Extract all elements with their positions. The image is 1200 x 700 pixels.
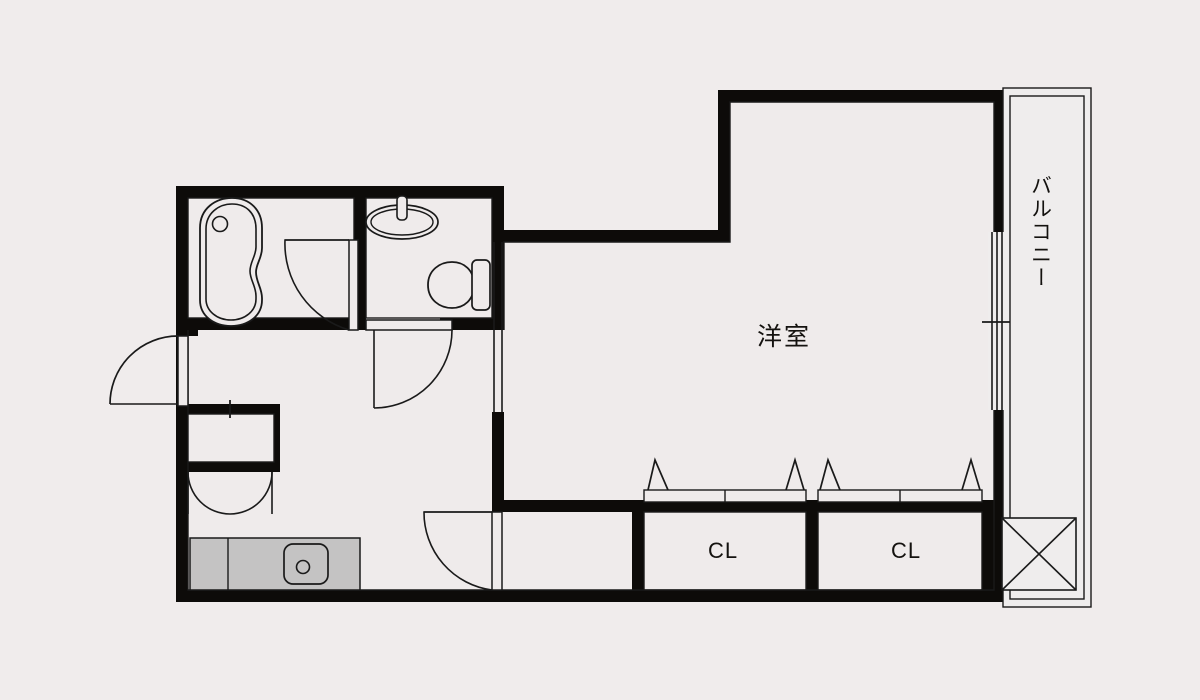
toilet-bowl: [427, 261, 475, 309]
kitchen-counter: [189, 537, 361, 591]
closet-left-folding-door[interactable]: [643, 457, 807, 503]
kitchen-sink-drain: [295, 559, 311, 575]
wall-top-left-horizontal: [497, 230, 730, 242]
wall-toilet-bottom-right: [440, 318, 504, 330]
shoe-cabinet[interactable]: [187, 400, 275, 515]
closet-left-fold-marker-b: [785, 457, 805, 491]
toilet-swing-door[interactable]: [365, 319, 453, 409]
bathtub-inner: [205, 203, 257, 321]
main-room-label: 洋室: [757, 323, 811, 351]
shoe-cabinet-double-doors[interactable]: [187, 471, 273, 515]
bathroom-swing-door[interactable]: [284, 239, 359, 331]
toilet-tank: [471, 259, 491, 311]
wall-exterior-bottom: [176, 590, 1006, 602]
wall-shoe-cabinet-bottom: [188, 462, 280, 472]
faucet: [396, 195, 408, 221]
toilet-door-swing-arc: [373, 329, 453, 409]
entrance-swing-door[interactable]: [109, 335, 189, 407]
balcony-label: バルコニー: [1029, 175, 1052, 290]
toilet-fixtures: [365, 195, 491, 311]
wall-bath-bottom-left: [176, 318, 366, 330]
corridor-swing-door[interactable]: [423, 511, 503, 591]
wall-partition-mid: [492, 412, 504, 512]
room-sliding-door[interactable]: [493, 242, 503, 412]
wall-corridor-bottom: [492, 500, 638, 512]
kitchen-counter-body: [189, 537, 361, 591]
toilet-door-leaf: [365, 319, 453, 331]
balcony-inner-rail: [1009, 95, 1085, 600]
closet-right-fold-marker-a: [819, 457, 841, 491]
air-conditioner-outdoor-unit: [1001, 517, 1077, 591]
corridor-door-swing-arc: [423, 511, 493, 591]
wall-closet-right-side: [982, 500, 996, 600]
bathroom-door-swing-arc: [284, 239, 350, 331]
closet-right-label: CL: [891, 538, 921, 563]
shoe-cabinet-body: [187, 413, 275, 463]
wall-structure: [176, 90, 1006, 602]
bathtub-drain: [211, 215, 229, 233]
wall-closet-right-top: [812, 500, 996, 512]
wall-closet-divider: [806, 500, 818, 600]
wall-shoe-cabinet-top: [188, 404, 280, 414]
entrance-door-leaf: [177, 335, 189, 407]
closet-left-label: CL: [708, 538, 738, 563]
corridor-door-leaf: [491, 511, 503, 591]
entrance-door-swing-arc: [109, 335, 179, 405]
wall-entrance-top-stub: [176, 324, 198, 336]
wall-partition-upper-stub: [492, 240, 504, 288]
bathroom-door-leaf: [348, 239, 359, 331]
wall-bath-top: [176, 186, 504, 198]
balcony-sliding-glass-door[interactable]: [982, 232, 1010, 410]
wall-closet-left-side: [632, 500, 644, 600]
closet-left-fold-marker-a: [647, 457, 669, 491]
closet-right-fold-marker-b: [961, 457, 981, 491]
closet-right-folding-door[interactable]: [817, 457, 983, 503]
wall-jog-vertical: [718, 90, 730, 242]
wall-closet-left-top: [638, 500, 808, 512]
bathroom-fixtures: [199, 197, 263, 327]
balcony-area: バルコニー: [1001, 87, 1092, 608]
wall-exterior-top-right: [718, 90, 1006, 102]
wall-bath-left: [176, 186, 188, 330]
